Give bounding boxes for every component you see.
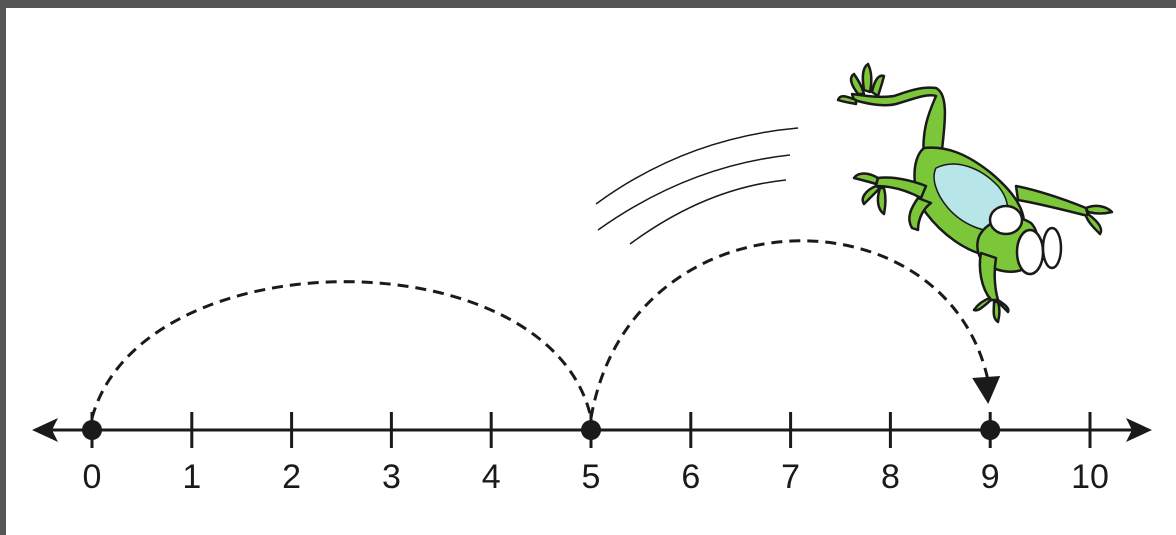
motion-line bbox=[629, 179, 787, 245]
frog-side-leg bbox=[908, 196, 933, 232]
motion-line bbox=[595, 127, 799, 205]
point-9 bbox=[980, 420, 1001, 440]
tick-label-2: 2 bbox=[282, 458, 301, 496]
frog-bottom-leg bbox=[978, 251, 1000, 302]
jump-arc bbox=[589, 239, 992, 419]
frog-right-leg bbox=[1014, 184, 1090, 218]
jump-arc bbox=[90, 280, 593, 419]
diagram-canvas: 0 1 2 3 4 5 6 7 8 9 10 bbox=[6, 8, 1176, 535]
frog-right-foot bbox=[1084, 204, 1114, 236]
tick-label-6: 6 bbox=[681, 458, 700, 496]
jump-arcs bbox=[90, 239, 1001, 419]
frog-illustration bbox=[836, 62, 1114, 324]
tick-label-1: 1 bbox=[182, 458, 201, 496]
frog-eye bbox=[1015, 228, 1045, 276]
number-line-points bbox=[82, 420, 1001, 440]
tick-label-10: 10 bbox=[1071, 458, 1109, 496]
tick-label-4: 4 bbox=[482, 458, 501, 496]
point-0 bbox=[82, 420, 102, 440]
point-5 bbox=[581, 420, 601, 440]
tick-label-5: 5 bbox=[582, 458, 601, 496]
number-line-diagram: 0 1 2 3 4 5 6 7 8 9 10 bbox=[32, 62, 1152, 496]
tick-label-9: 9 bbox=[981, 458, 1000, 496]
right-arrowhead bbox=[1126, 418, 1152, 442]
number-line-labels: 0 1 2 3 4 5 6 7 8 9 10 bbox=[83, 458, 1109, 496]
frog-bottom-foot bbox=[972, 296, 1010, 324]
left-arrowhead bbox=[32, 418, 58, 442]
frog-back-foot bbox=[836, 62, 886, 106]
frog-eye bbox=[1041, 226, 1063, 270]
tick-label-8: 8 bbox=[881, 458, 900, 496]
tick-label-3: 3 bbox=[382, 458, 401, 496]
motion-lines bbox=[595, 127, 799, 245]
frog-front-foot bbox=[852, 172, 887, 216]
tick-label-7: 7 bbox=[781, 458, 800, 496]
jump-arrowhead bbox=[972, 376, 1001, 404]
frog-eye bbox=[988, 204, 1024, 236]
motion-line bbox=[597, 154, 791, 231]
tick-label-0: 0 bbox=[83, 458, 102, 496]
